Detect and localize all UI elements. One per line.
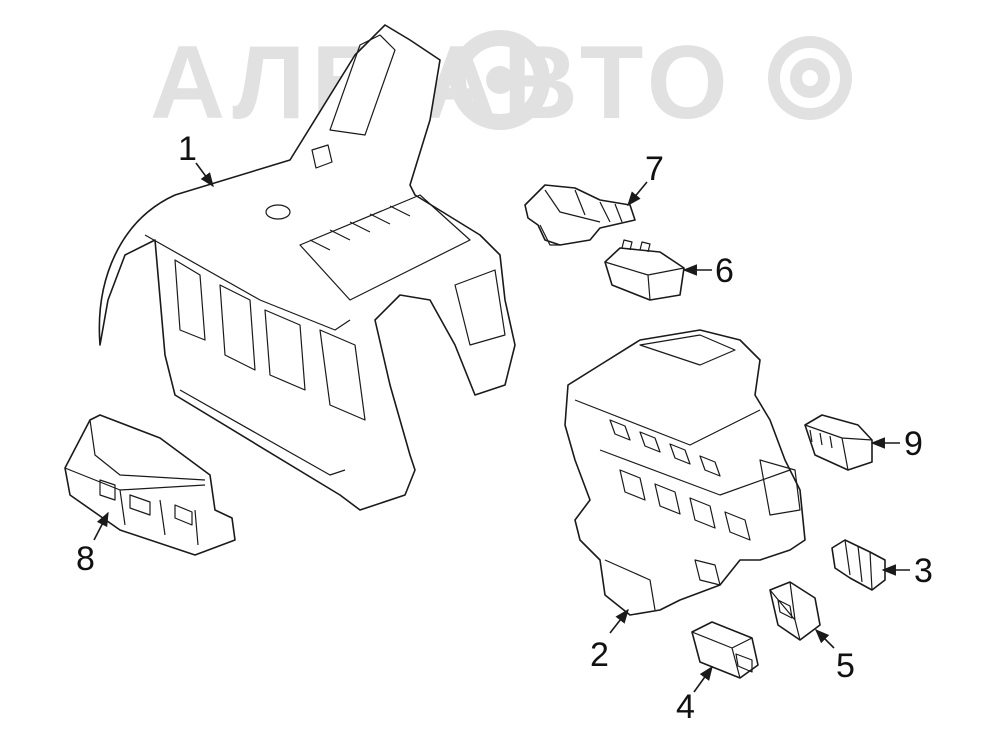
leader-8 bbox=[93, 511, 109, 541]
leader-5 bbox=[814, 628, 835, 649]
part-4-relay bbox=[691, 621, 759, 679]
part-1-bracket bbox=[98, 24, 516, 511]
callout-1: 1 bbox=[178, 130, 197, 168]
watermark-logo: АЛЕ АВТО bbox=[150, 25, 852, 141]
callout-2: 2 bbox=[590, 636, 609, 674]
leader-4 bbox=[693, 665, 713, 693]
leader-lines bbox=[93, 162, 910, 693]
callout-3: 3 bbox=[914, 552, 933, 590]
watermark-text: АЛЕ АВТО bbox=[150, 25, 734, 141]
leader-7 bbox=[627, 181, 648, 207]
leader-1 bbox=[195, 162, 214, 188]
copyright-logo-icon bbox=[768, 36, 852, 120]
callout-9: 9 bbox=[904, 425, 923, 463]
part-9-relay bbox=[804, 414, 873, 471]
callout-4: 4 bbox=[676, 688, 695, 726]
part-8-fuse-block bbox=[64, 414, 236, 556]
callout-8: 8 bbox=[76, 540, 95, 578]
callout-7: 7 bbox=[645, 150, 664, 188]
part-7-connector bbox=[524, 184, 636, 246]
part-6-relay bbox=[604, 239, 685, 301]
callout-6: 6 bbox=[715, 252, 734, 290]
callout-labels: 1 2 3 4 5 6 7 8 9 bbox=[76, 130, 933, 726]
gear-logo-icon bbox=[450, 30, 550, 130]
part-3-fuse bbox=[831, 539, 886, 591]
part-2-fuse-box bbox=[564, 329, 806, 616]
leader-2 bbox=[609, 608, 629, 634]
part-5-maxi-fuse bbox=[769, 581, 821, 641]
callout-5: 5 bbox=[836, 647, 855, 685]
